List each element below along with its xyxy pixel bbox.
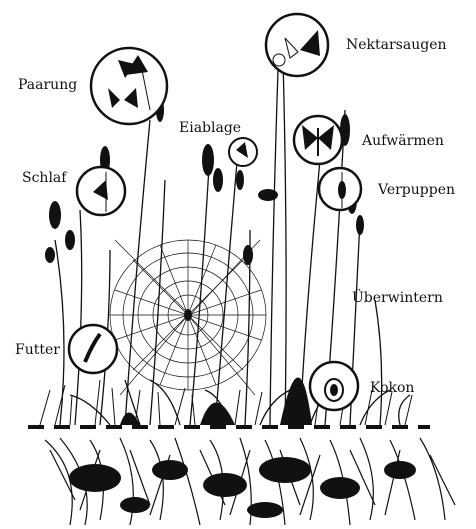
root-mass [69, 457, 416, 518]
spider [184, 309, 192, 321]
paarung-icon [91, 48, 167, 124]
eiablage-icon [229, 138, 257, 166]
label-schlaf: Schlaf [22, 170, 66, 186]
label-aufwaermen: Aufwärmen [362, 133, 444, 149]
label-ueberwintern: Überwintern [352, 290, 443, 306]
futter-icon [69, 325, 117, 373]
label-futter: Futter [15, 342, 60, 358]
label-paarung: Paarung [18, 77, 77, 93]
aufwaermen-icon [294, 116, 342, 164]
nektarsaugen-icon [266, 14, 328, 76]
kokon-icon [310, 362, 358, 410]
verpuppen-icon [319, 168, 361, 210]
label-kokon: Kokon [370, 380, 414, 396]
schlaf-icon [77, 167, 125, 215]
label-nektarsaugen: Nektarsaugen [346, 37, 447, 53]
label-eiablage: Eiablage [179, 120, 241, 136]
label-verpuppen: Verpuppen [378, 182, 455, 198]
